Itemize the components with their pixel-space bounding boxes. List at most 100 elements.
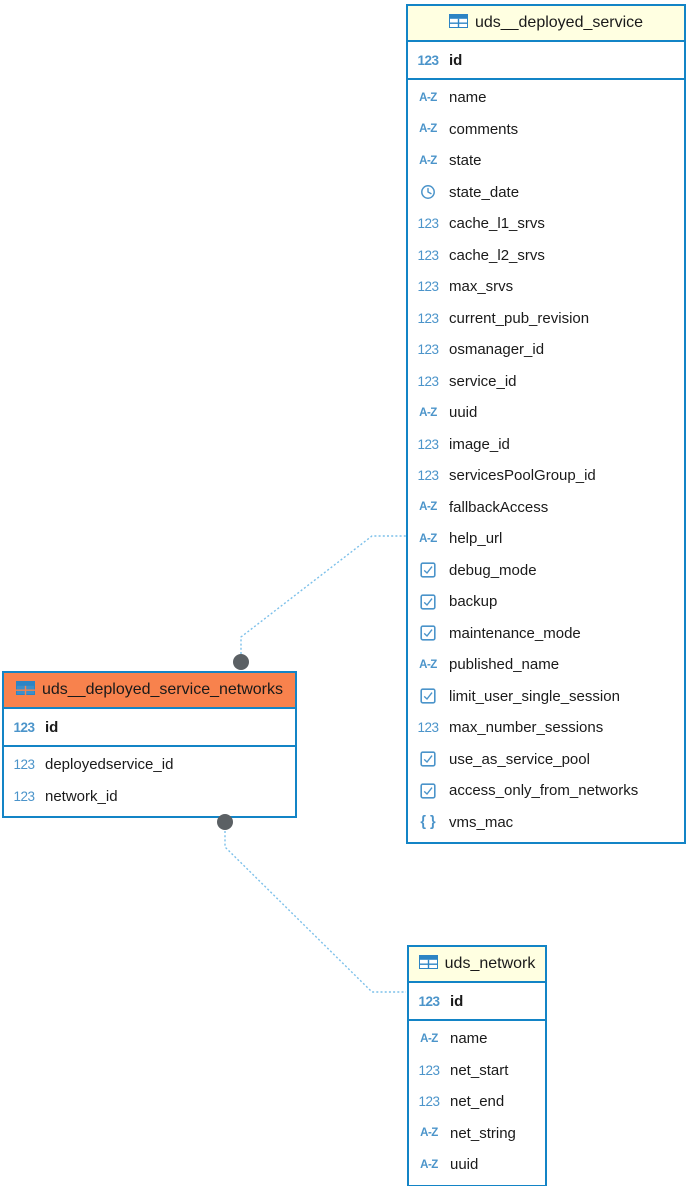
column-row[interactable]: A-Z comments xyxy=(408,114,684,146)
text-type-icon: A-Z xyxy=(419,91,437,104)
column-row[interactable]: A-Z fallbackAccess xyxy=(408,492,684,524)
column-name: help_url xyxy=(449,530,503,548)
text-type-icon: A-Z xyxy=(419,154,437,167)
number-type-icon: 123 xyxy=(417,436,439,452)
column-name: access_only_from_networks xyxy=(449,782,639,800)
text-type-icon: A-Z xyxy=(420,1127,438,1140)
number-type-icon: 123 xyxy=(417,468,439,484)
column-name: state_date xyxy=(449,183,520,201)
number-type-icon: 123 xyxy=(417,216,439,232)
table-header[interactable]: uds__deployed_service_networks xyxy=(4,673,295,709)
column-name: uuid xyxy=(449,404,478,422)
text-type-icon: A-Z xyxy=(419,406,437,419)
column-row[interactable]: debug_mode xyxy=(408,555,684,587)
column-name: cache_l2_srvs xyxy=(449,246,545,264)
column-row[interactable]: A-Z net_string xyxy=(409,1118,545,1150)
relation-anchor-dot[interactable] xyxy=(233,654,249,670)
column-name: uuid xyxy=(450,1156,479,1174)
boolean-type-icon xyxy=(415,688,441,704)
column-name: max_srvs xyxy=(449,278,514,296)
number-type-icon: 123 xyxy=(13,788,35,804)
column-row[interactable]: 123 cache_l2_srvs xyxy=(408,240,684,272)
column-name: vms_mac xyxy=(449,813,514,831)
column-name: comments xyxy=(449,120,519,138)
column-name: net_end xyxy=(450,1093,505,1111)
column-row[interactable]: A-Z uuid xyxy=(408,397,684,429)
number-type-icon: 123 xyxy=(417,720,439,736)
number-type-icon: 123 xyxy=(417,373,439,389)
column-name: limit_user_single_session xyxy=(449,687,620,705)
column-name: osmanager_id xyxy=(449,341,545,359)
column-row[interactable]: use_as_service_pool xyxy=(408,744,684,776)
number-type-icon: 123 xyxy=(418,1062,440,1078)
text-type-icon: A-Z xyxy=(419,658,437,671)
column-name: state xyxy=(449,152,482,170)
boolean-type-icon xyxy=(415,751,441,767)
text-type-icon: A-Z xyxy=(419,501,437,514)
number-type-icon: 123 xyxy=(417,247,439,263)
column-name: id xyxy=(449,51,463,69)
object-type-icon: { } xyxy=(420,814,436,831)
column-name: network_id xyxy=(45,787,118,805)
column-row[interactable]: { } vms_mac xyxy=(408,807,684,839)
column-name: name xyxy=(450,1030,488,1048)
number-type-icon: 123 xyxy=(417,52,439,68)
column-name: service_id xyxy=(449,372,517,390)
column-name: cache_l1_srvs xyxy=(449,215,545,233)
boolean-type-icon xyxy=(415,625,441,641)
column-row[interactable]: access_only_from_networks xyxy=(408,775,684,807)
column-row[interactable]: A-Z name xyxy=(408,82,684,114)
number-type-icon: 123 xyxy=(417,342,439,358)
table-icon xyxy=(448,13,468,33)
column-name: deployedservice_id xyxy=(45,756,174,774)
relation-line[interactable] xyxy=(224,831,406,993)
text-type-icon: A-Z xyxy=(419,532,437,545)
table-title: uds__deployed_service xyxy=(474,14,644,31)
datetime-type-icon xyxy=(415,184,441,200)
column-row[interactable]: 123 service_id xyxy=(408,366,684,398)
column-row[interactable]: state_date xyxy=(408,177,684,209)
column-row[interactable]: A-Z state xyxy=(408,145,684,177)
number-type-icon: 123 xyxy=(418,993,440,1009)
column-name: published_name xyxy=(449,656,560,674)
relation-line[interactable] xyxy=(240,535,406,654)
column-row[interactable]: backup xyxy=(408,586,684,618)
column-name: debug_mode xyxy=(449,561,537,579)
column-row[interactable]: A-Z published_name xyxy=(408,649,684,681)
column-row[interactable]: limit_user_single_session xyxy=(408,681,684,713)
table-header[interactable]: uds_network xyxy=(409,947,545,983)
primary-key-row[interactable]: 123 id xyxy=(408,42,684,80)
column-name: name xyxy=(449,89,487,107)
column-row[interactable]: 123 osmanager_id xyxy=(408,334,684,366)
column-row[interactable]: maintenance_mode xyxy=(408,618,684,650)
boolean-type-icon xyxy=(415,562,441,578)
number-type-icon: 123 xyxy=(13,757,35,773)
table-header[interactable]: uds__deployed_service xyxy=(408,6,684,42)
column-name: fallbackAccess xyxy=(449,498,549,516)
column-row[interactable]: 123 deployedservice_id xyxy=(4,749,295,781)
column-name: current_pub_revision xyxy=(449,309,590,327)
primary-key-row[interactable]: 123 id xyxy=(409,983,545,1021)
column-row[interactable]: A-Z help_url xyxy=(408,523,684,555)
table-title: uds__deployed_service_networks xyxy=(41,681,284,698)
column-row[interactable]: 123 cache_l1_srvs xyxy=(408,208,684,240)
column-name: net_string xyxy=(450,1124,516,1142)
boolean-type-icon xyxy=(415,594,441,610)
text-type-icon: A-Z xyxy=(419,123,437,136)
column-name: id xyxy=(450,992,464,1010)
column-row[interactable]: 123 network_id xyxy=(4,781,295,813)
table-icon xyxy=(418,954,438,974)
